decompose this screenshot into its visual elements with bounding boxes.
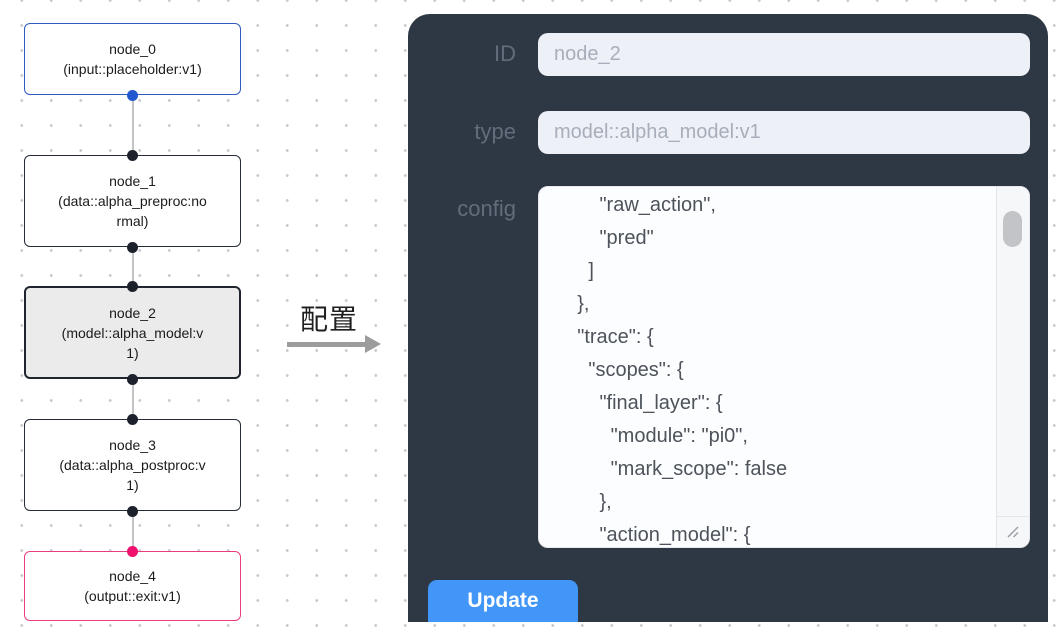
node-config-panel: ID type config "raw_action", "pred" ] },… [408, 14, 1048, 622]
node-type-label: (data::alpha_postproc:v1) [59, 457, 206, 493]
flow-node-node_1[interactable]: node_1 (data::alpha_preproc:normal) [24, 155, 241, 247]
node-title: node_1 [109, 173, 156, 189]
config-json-content[interactable]: "raw_action", "pred" ] }, "trace": { "sc… [577, 194, 788, 546]
handle-node1-top[interactable] [127, 149, 138, 161]
handle-node2-top[interactable] [127, 280, 138, 292]
config-textarea[interactable]: "raw_action", "pred" ] }, "trace": { "sc… [538, 186, 1030, 548]
node-type-label: (data::alpha_preproc:normal) [58, 193, 207, 229]
handle-node1-bottom[interactable] [127, 241, 138, 253]
handle-node4-top[interactable] [127, 545, 138, 557]
flow-node-node_2[interactable]: node_2 (model::alpha_model:v1) [24, 286, 241, 379]
id-label: ID [494, 41, 516, 66]
edge-node1-node2 [131, 247, 134, 286]
type-label: type [474, 119, 516, 144]
right-arrow-icon [287, 335, 381, 353]
edge-node3-node4 [131, 511, 134, 551]
resize-handle-icon[interactable] [996, 516, 1029, 547]
node-title: node_0 [109, 41, 156, 57]
flow-node-node_3[interactable]: node_3 (data::alpha_postproc:v1) [24, 419, 241, 511]
node-type-label: (input::placeholder:v1) [63, 61, 202, 77]
id-input[interactable] [538, 33, 1030, 76]
handle-node3-top[interactable] [127, 413, 138, 425]
node-title: node_2 [109, 304, 156, 321]
type-input[interactable] [538, 111, 1030, 154]
configure-edge-label: 配置 [300, 304, 359, 335]
handle-node0-bottom[interactable] [127, 89, 138, 101]
update-button[interactable]: Update [428, 580, 578, 622]
config-scrollbar-thumb[interactable] [1003, 211, 1022, 247]
flow-node-node_4[interactable]: node_4 (output::exit:v1) [24, 551, 241, 621]
flow-node-node_0[interactable]: node_0 (input::placeholder:v1) [24, 23, 241, 95]
edge-node2-node3 [131, 379, 134, 419]
node-type-label: (output::exit:v1) [84, 588, 181, 604]
edge-node0-node1 [131, 95, 134, 155]
node-title: node_3 [109, 437, 156, 453]
handle-node3-bottom[interactable] [127, 505, 138, 517]
handle-node2-bottom[interactable] [127, 373, 138, 385]
node-title: node_4 [109, 568, 156, 584]
config-scrollbar-track[interactable] [996, 187, 1029, 518]
node-type-label: (model::alpha_model:v1) [61, 324, 204, 361]
config-label: config [457, 196, 516, 221]
